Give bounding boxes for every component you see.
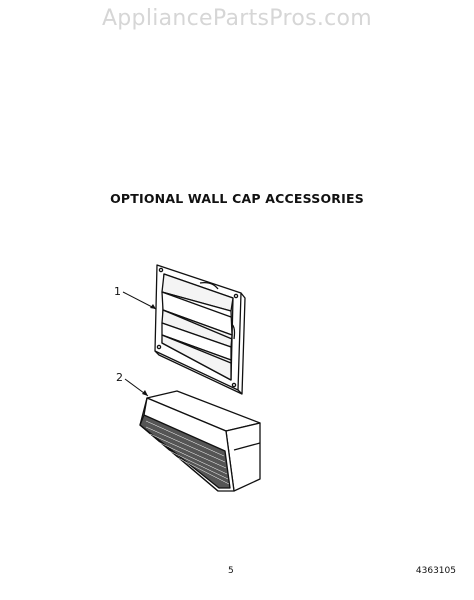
louver-hinge-3 bbox=[161, 334, 232, 364]
callout-leader-1 bbox=[122, 291, 157, 310]
diagram-heading: OPTIONAL WALL CAP ACCESSORIES bbox=[110, 191, 364, 206]
louver-hinge-1 bbox=[161, 291, 232, 318]
callout-number-2: 2 bbox=[116, 371, 123, 384]
page-number: 5 bbox=[228, 566, 234, 576]
wall-cap-frame-depth-bottom bbox=[154, 350, 243, 395]
hood-grille-hatching bbox=[145, 420, 230, 485]
louver-3 bbox=[161, 334, 232, 381]
rectangular-wall-hood bbox=[139, 390, 261, 492]
louver-hinge-2 bbox=[162, 309, 233, 340]
hood-grille bbox=[139, 414, 231, 489]
wall-cap-frame-depth-right bbox=[237, 292, 246, 395]
watermark-text: AppliancePartsPros.com bbox=[101, 6, 373, 31]
screw-hole-top-left bbox=[158, 267, 164, 273]
screw-hole-top-right bbox=[233, 293, 239, 299]
screw-hole-bottom-right bbox=[231, 382, 237, 388]
callout-number-1: 1 bbox=[114, 285, 121, 298]
hood-lip-edge bbox=[139, 424, 219, 492]
document-number: 4363105 bbox=[415, 566, 456, 576]
hood-left-edge bbox=[143, 397, 148, 416]
callout-arrow-1 bbox=[150, 304, 156, 309]
parts-illustration: 1 2 bbox=[114, 264, 261, 492]
callout-arrow-2 bbox=[142, 390, 148, 396]
screw-hole-bottom-left bbox=[156, 344, 162, 350]
louvered-wall-cap bbox=[154, 264, 246, 395]
hood-side-seam bbox=[233, 442, 261, 451]
